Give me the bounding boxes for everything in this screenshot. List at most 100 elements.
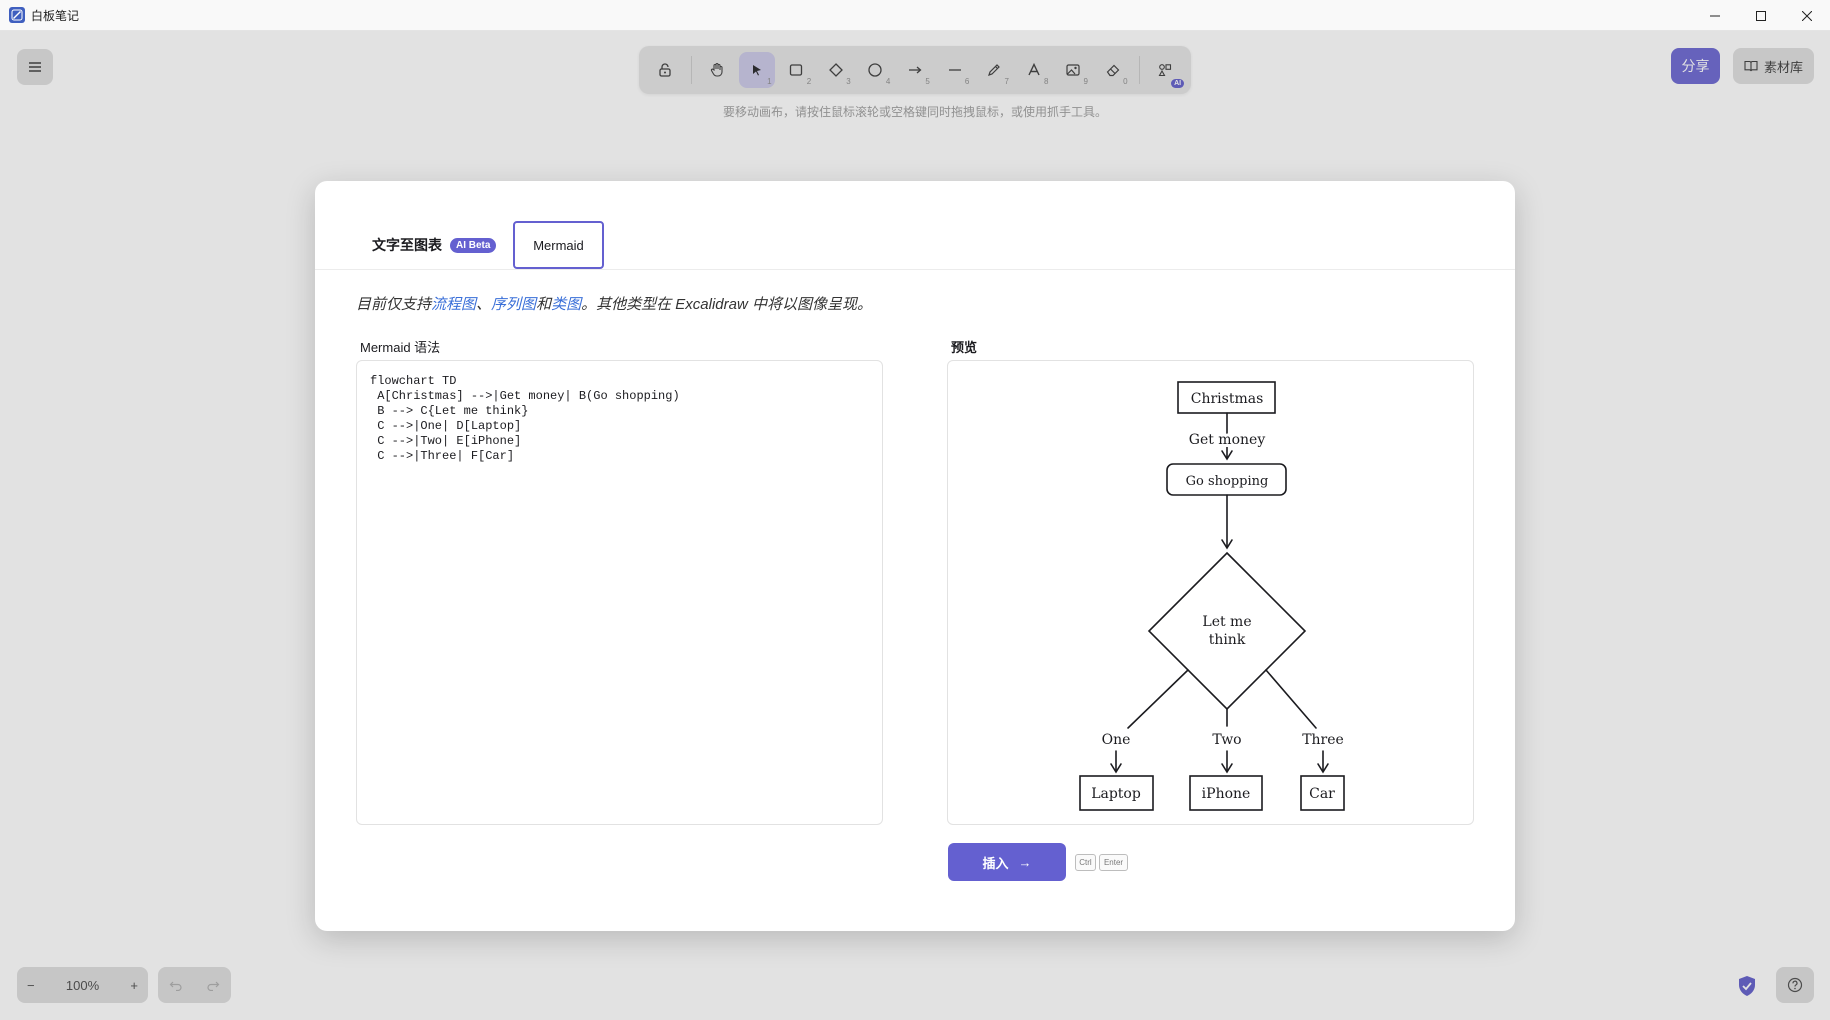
text-tool[interactable]: 8	[1016, 52, 1052, 88]
arrowhead	[1110, 763, 1122, 774]
diamond-tool[interactable]: 3	[818, 52, 854, 88]
shortcut-number: 9	[1083, 77, 1088, 86]
rectangle-tool[interactable]: 2	[779, 52, 815, 88]
text-to-diagram-dialog: 文字至图表 AI Beta Mermaid 目前仅支持流程图、序列图和类图。其他…	[315, 181, 1515, 931]
zoom-in-button[interactable]: +	[130, 977, 138, 993]
main-menu-button[interactable]	[17, 49, 53, 85]
shortcut-number: 2	[806, 77, 812, 86]
app-logo-icon	[9, 7, 25, 23]
node-think-text-line1: Let me	[1202, 614, 1251, 630]
tab-text-to-diagram-label: 文字至图表	[372, 237, 442, 253]
supported-types-note: 目前仅支持流程图、序列图和类图。其他类型在 Excalidraw 中将以图像呈现…	[356, 293, 872, 314]
zoom-out-button[interactable]: −	[27, 977, 35, 993]
share-button[interactable]: 分享	[1671, 48, 1720, 84]
tab-text-to-diagram[interactable]: 文字至图表 AI Beta	[372, 235, 497, 255]
unlock-icon	[659, 63, 671, 77]
select-tool[interactable]: 1	[739, 52, 775, 88]
diagram-preview: Christmas Get money Go shopping Let me t…	[947, 360, 1474, 825]
library-label: 素材库	[1763, 59, 1803, 75]
node-go-shopping-text: Go shopping	[1186, 474, 1269, 489]
ellipse-tool[interactable]: 4	[858, 52, 894, 88]
shield-check-icon[interactable]	[1737, 975, 1757, 997]
hand-icon	[711, 62, 723, 77]
hand-tool[interactable]	[700, 52, 736, 88]
edge-two-label: Two	[1212, 732, 1241, 748]
ellipse-icon	[868, 63, 883, 77]
redo-icon[interactable]	[206, 979, 220, 991]
eraser-tool[interactable]: 0	[1095, 52, 1131, 88]
pencil-tool[interactable]: 7	[976, 52, 1012, 88]
shortcut-number: 6	[964, 77, 970, 86]
diamond-icon	[829, 63, 843, 77]
shortcut-number: 1	[767, 77, 772, 86]
shortcut-number: 3	[846, 77, 851, 86]
mermaid-syntax-label: Mermaid 语法	[360, 340, 441, 355]
mermaid-code-editor[interactable]: flowchart TD A[Christmas] -->|Get money|…	[356, 360, 883, 825]
eraser-icon	[1106, 64, 1120, 77]
line-tool[interactable]: 6	[937, 52, 973, 88]
help-icon	[1787, 977, 1803, 993]
node-car-text: Car	[1309, 786, 1335, 802]
minimize-button[interactable]	[1692, 0, 1738, 31]
preview-label: 预览	[951, 340, 978, 355]
window-title: 白板笔记	[31, 8, 80, 23]
node-laptop-text: Laptop	[1091, 786, 1141, 802]
arrow-tool[interactable]: 5	[897, 52, 933, 88]
support-prefix: 目前仅支持	[356, 296, 432, 313]
shape-toolbar: 1 2 3 4 5 6 7 8	[639, 46, 1191, 94]
library-button[interactable]: 素材库	[1733, 48, 1814, 84]
toolbar-divider	[1138, 56, 1140, 84]
shortcut-number: 0	[1123, 77, 1128, 86]
support-suffix: 。其他类型在 Excalidraw 中将以图像呈现。	[581, 296, 872, 313]
text-icon	[1028, 62, 1040, 76]
image-tool[interactable]: 9	[1055, 52, 1091, 88]
undo-icon[interactable]	[169, 979, 183, 991]
flowchart-preview: Christmas Get money Go shopping Let me t…	[1079, 381, 1345, 811]
arrowhead	[1221, 450, 1233, 461]
edge-three-label: Three	[1302, 732, 1344, 748]
arrowhead	[1221, 763, 1233, 774]
canvas-area[interactable]: 1 2 3 4 5 6 7 8	[0, 31, 1830, 1020]
sequence-diagram-link[interactable]: 序列图	[491, 296, 537, 313]
shortcut-number: 8	[1044, 77, 1049, 86]
maximize-button[interactable]	[1738, 0, 1784, 31]
ai-badge: AI	[1171, 79, 1185, 88]
arrow-icon	[909, 66, 922, 74]
hamburger-icon	[29, 62, 41, 72]
arrowhead	[1317, 763, 1329, 774]
help-button[interactable]	[1776, 967, 1814, 1003]
book-icon	[1744, 60, 1758, 72]
edge-think-car	[1265, 669, 1317, 729]
edge-think-laptop	[1127, 669, 1189, 729]
pointer-icon	[752, 65, 761, 76]
zoom-level[interactable]: 100%	[65, 977, 100, 993]
class-diagram-link[interactable]: 类图	[551, 296, 582, 313]
kbd-ctrl: Ctrl	[1075, 854, 1096, 871]
edge-get-money-label: Get money	[1189, 432, 1266, 448]
shortcut-number: 7	[1004, 77, 1009, 86]
node-iphone-text: iPhone	[1202, 786, 1251, 802]
arrow-right-icon: →	[1018, 854, 1032, 870]
edge-one-label: One	[1102, 732, 1131, 748]
close-window-button[interactable]	[1784, 0, 1830, 31]
node-think-text-line2: think	[1209, 632, 1246, 648]
pencil-icon	[988, 64, 1000, 76]
line-icon	[948, 69, 961, 71]
tab-mermaid[interactable]: Mermaid	[513, 221, 604, 269]
rectangle-icon	[790, 64, 803, 76]
node-laptop-box	[1079, 775, 1154, 811]
lock-tool[interactable]	[647, 52, 683, 88]
zoom-controls: − 100% +	[17, 967, 148, 1003]
kbd-enter: Enter	[1099, 854, 1128, 871]
support-and: 和	[536, 296, 552, 313]
insert-label: 插入	[982, 855, 1009, 871]
title-bar: 白板笔记	[0, 0, 1830, 31]
node-car-box	[1300, 775, 1345, 811]
undo-redo-controls	[158, 967, 231, 1003]
image-icon	[1066, 64, 1080, 76]
flowchart-link[interactable]: 流程图	[431, 296, 477, 313]
shortcut-number: 4	[885, 77, 891, 86]
node-iphone-box	[1189, 775, 1263, 811]
more-tools-button[interactable]: AI	[1148, 52, 1185, 88]
insert-button[interactable]: 插入 →	[948, 843, 1066, 881]
